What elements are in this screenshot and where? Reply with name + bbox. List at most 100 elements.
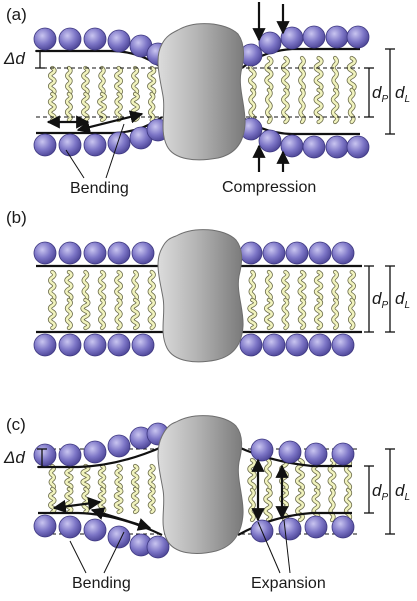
panel-c-bending-arrow-2: [90, 507, 152, 531]
lipid-tail: [115, 464, 123, 491]
panel-c-bending-arrow-1: [52, 496, 102, 514]
lipid-tail: [265, 56, 273, 92]
panel-c: (c) Δd dP dL Be: [3, 415, 410, 592]
panel-c-dp-label: dP: [372, 481, 388, 503]
panel-b-right-tails: [247, 269, 356, 331]
lipid-headgroup: [107, 29, 131, 53]
lipid-tail: [265, 88, 272, 124]
lipid-headgroup: [278, 517, 302, 541]
lipid-tail: [81, 66, 89, 96]
lipid-tail: [348, 88, 355, 124]
lipid-tail: [312, 488, 320, 522]
lipid-tail: [299, 88, 305, 124]
lipid-tail: [115, 298, 122, 330]
panel-c-protein: [157, 415, 244, 554]
lipid-tail: [332, 270, 339, 302]
panel-b-protein: [157, 229, 244, 363]
panel-a-upper-left-heads: [33, 27, 170, 66]
panel-b-label: (b): [6, 208, 27, 227]
lipid-tail: [281, 88, 289, 124]
panel-b-upper-right-heads: [239, 241, 355, 265]
panel-c-upper-left-surface: [38, 445, 163, 469]
lipid-tail: [131, 66, 139, 96]
lipid-tail: [114, 66, 123, 96]
lipid-headgroup: [83, 440, 107, 464]
lipid-headgroup: [346, 135, 370, 159]
panel-a-dp-label: dP: [372, 83, 388, 105]
lipid-headgroup: [107, 525, 131, 549]
panel-b-upper-left-heads: [33, 241, 155, 265]
panel-a-right-tails: [247, 55, 357, 125]
lipid-headgroup: [285, 333, 309, 357]
lipid-headgroup: [308, 333, 332, 357]
lipid-headgroup: [239, 333, 263, 357]
panel-a-label: (a): [6, 5, 27, 24]
lipid-tail: [264, 488, 272, 522]
lipid-tail: [148, 92, 155, 122]
lipid-tail: [264, 458, 272, 492]
panel-a-compression-label: Compression: [222, 179, 316, 196]
panel-c-expansion-leader-2: [283, 519, 291, 574]
lipid-headgroup: [83, 518, 107, 542]
panel-c-bending-label: Bending: [72, 575, 131, 592]
lipid-tail: [114, 270, 123, 302]
lipid-headgroup: [33, 333, 57, 357]
lipid-headgroup: [325, 25, 349, 49]
lipid-headgroup: [58, 133, 82, 157]
lipid-headgroup: [250, 438, 274, 462]
panel-c-left-tails: [48, 463, 156, 515]
lipid-tail: [314, 298, 323, 330]
lipid-tail: [48, 66, 56, 96]
panel-c-delta-d: Δd: [3, 448, 25, 467]
lipid-headgroup: [325, 135, 349, 159]
lipid-tail: [281, 56, 290, 92]
panel-c-expansion-leader-1: [257, 521, 281, 574]
panel-c-upper-left-heads: [33, 422, 170, 467]
panel-b-lower-left-heads: [33, 333, 155, 357]
lipid-headgroup: [131, 241, 155, 265]
lipid-tail: [331, 88, 339, 124]
panel-b-dp-label: dP: [372, 289, 388, 311]
lipid-tail: [298, 56, 306, 92]
lipid-tail: [99, 66, 105, 96]
lipid-headgroup: [107, 434, 131, 458]
panel-a-lower-right-heads: [239, 117, 370, 159]
lipid-tail: [148, 298, 156, 330]
lipid-tail: [328, 458, 336, 492]
lipid-tail: [82, 270, 89, 302]
lipid-tail: [148, 270, 156, 302]
lipid-headgroup: [304, 515, 328, 539]
lipid-tail: [344, 488, 352, 522]
panel-b: (b) dP dL: [6, 208, 410, 363]
lipid-headgroup: [308, 241, 332, 265]
lipid-tail: [248, 298, 257, 330]
lipid-tail: [48, 270, 56, 302]
lipid-tail: [249, 88, 256, 124]
lipid-headgroup: [33, 241, 57, 265]
panel-a: (a) Δd dP dL: [3, 2, 410, 197]
panel-c-label: (c): [6, 415, 26, 434]
lipid-tail: [65, 92, 73, 122]
lipid-headgroup: [33, 443, 57, 467]
panel-a-protein: [157, 23, 246, 161]
lipid-headgroup: [278, 440, 302, 464]
lipid-headgroup: [83, 333, 107, 357]
lipid-tail: [98, 464, 106, 491]
panel-a-bending-leader-1: [65, 149, 85, 179]
panel-a-left-tails: [47, 65, 157, 123]
lipid-headgroup: [83, 133, 107, 157]
lipid-tail: [81, 464, 90, 491]
panel-c-right-tails: [247, 457, 353, 523]
lipid-headgroup: [331, 333, 355, 357]
panel-b-left-tails: [47, 269, 156, 331]
lipid-tail: [332, 298, 339, 330]
lipid-tail: [282, 298, 289, 330]
lipid-tail: [65, 464, 73, 491]
lipid-tail: [249, 270, 256, 302]
lipid-headgroup: [131, 333, 155, 357]
lipid-headgroup: [58, 443, 82, 467]
panel-a-dl-label: dL: [395, 83, 410, 105]
lipid-tail: [48, 92, 56, 122]
lipid-headgroup: [346, 25, 370, 49]
